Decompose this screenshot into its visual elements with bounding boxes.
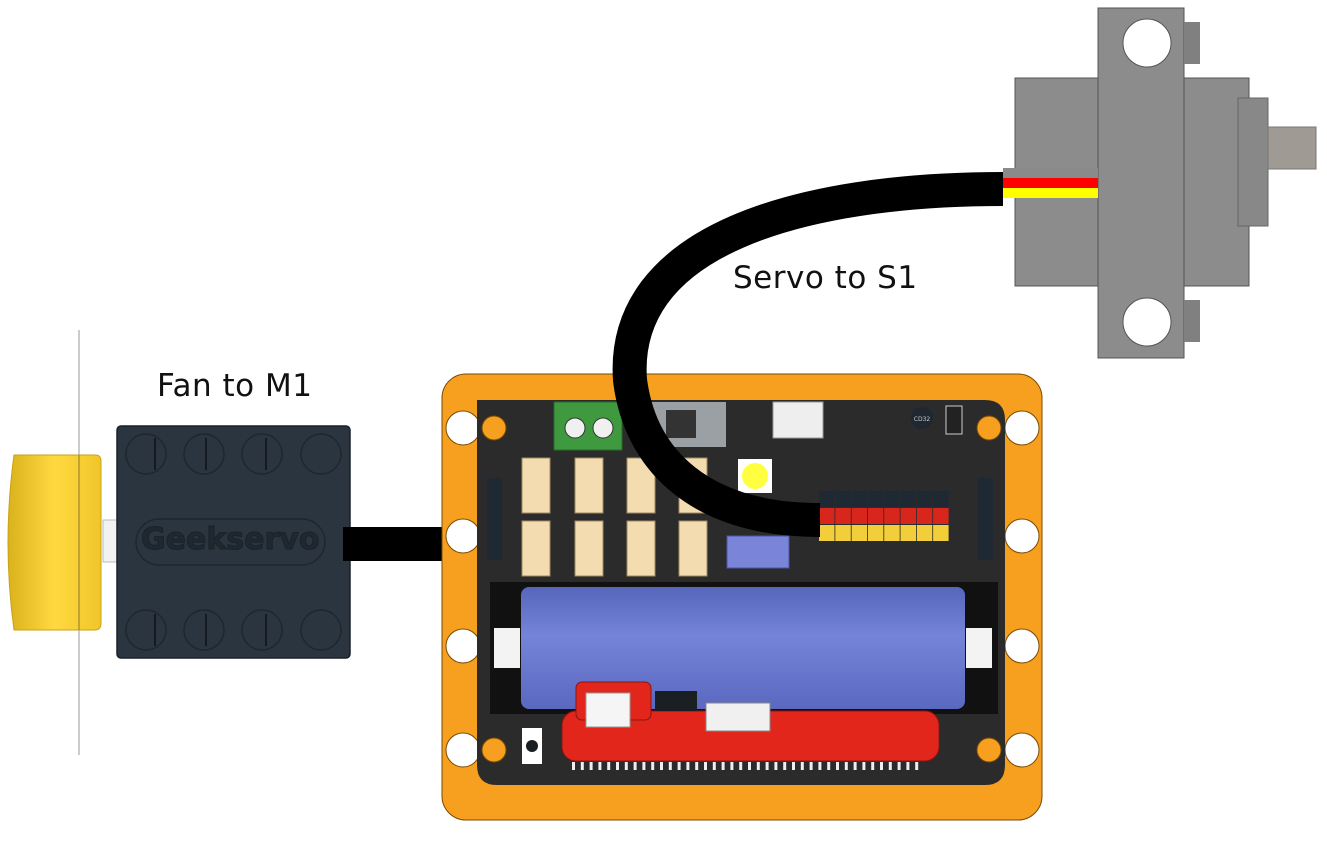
edge-pin [756, 762, 760, 770]
inductor: CD32 [911, 407, 933, 429]
edge-pin [739, 762, 743, 770]
header-pin [884, 525, 900, 541]
edge-pin [880, 762, 883, 770]
header-pin [867, 508, 884, 524]
header-pin [835, 508, 851, 524]
edge-pin [827, 762, 831, 770]
edge-pin [572, 762, 575, 770]
motor-brand-text: Geekservo [140, 522, 320, 558]
header-pin [933, 491, 949, 507]
header-pin [819, 491, 835, 507]
edge-pin [668, 762, 672, 770]
header-pin [916, 525, 933, 541]
edge-pin [633, 762, 637, 770]
edge-pin [792, 762, 795, 770]
edge-pin [783, 762, 787, 770]
battery [521, 587, 965, 709]
edge-pin [624, 762, 628, 770]
edge-pin [589, 762, 593, 770]
edge-pin [677, 762, 681, 770]
servo-wire-strand [1003, 188, 1098, 198]
header-pin [835, 491, 851, 507]
inductor-text: CD32 [914, 416, 931, 423]
header-pin [900, 508, 916, 524]
edge-pin [888, 762, 892, 770]
edge-pin [607, 762, 611, 770]
edge-pin [748, 762, 751, 770]
edge-pin [844, 762, 848, 770]
edge-pin [704, 762, 707, 770]
usb-port [772, 401, 824, 439]
header-pin [851, 491, 868, 507]
edge-pin [642, 762, 646, 770]
servo-wire [1003, 168, 1098, 198]
header-pin [867, 525, 884, 541]
edge-pin [871, 762, 875, 770]
edge-pin [660, 762, 663, 770]
header-pin [884, 508, 900, 524]
fan-motor [116, 425, 351, 659]
edge-pin [686, 762, 690, 770]
header-pin [884, 491, 900, 507]
servo [1014, 7, 1317, 359]
edge-pin [765, 762, 769, 770]
edge-pin [915, 762, 919, 770]
power-terminal [553, 401, 623, 451]
header-pin [867, 491, 884, 507]
right-motor-header [978, 478, 993, 560]
header-pin [933, 508, 949, 524]
fan-blade [7, 454, 102, 631]
header-pin [819, 525, 835, 541]
expansion-board [561, 681, 940, 762]
header-pin [819, 508, 835, 524]
edge-pin [809, 762, 813, 770]
header-pin [900, 525, 916, 541]
header-pin [851, 508, 868, 524]
header-pin [835, 525, 851, 541]
header-pin [916, 508, 933, 524]
diode [945, 405, 963, 435]
servo-label: Servo to S1 [733, 260, 918, 296]
edge-pin [800, 762, 804, 770]
fan-label: Fan to M1 [157, 368, 313, 404]
header-pin [851, 525, 868, 541]
edge-pin [616, 762, 619, 770]
edge-pin [836, 762, 839, 770]
edge-pin [730, 762, 734, 770]
edge-pin [862, 762, 866, 770]
edge-pin [712, 762, 716, 770]
motor-shaft [102, 519, 118, 563]
header-pin [933, 525, 949, 541]
edge-pin [818, 762, 822, 770]
edge-pin [695, 762, 699, 770]
left-motor-header [487, 478, 502, 560]
i2c-port [726, 535, 790, 569]
edge-pin [721, 762, 725, 770]
rgb-led [738, 459, 772, 493]
servo-wire-strand [1003, 178, 1098, 188]
battery-holder [490, 582, 998, 714]
edge-pin [774, 762, 778, 770]
edge-pin [906, 762, 910, 770]
servo-cable [612, 172, 1004, 537]
header-pin [916, 491, 933, 507]
servo-headers [819, 491, 949, 541]
edge-pin [651, 762, 655, 770]
edge-connector [572, 762, 919, 770]
edge-pin [897, 762, 901, 770]
servo-wire-strand [1003, 168, 1098, 178]
header-pin [900, 491, 916, 507]
edge-pin [853, 762, 857, 770]
edge-pin [598, 762, 602, 770]
edge-pin [580, 762, 584, 770]
